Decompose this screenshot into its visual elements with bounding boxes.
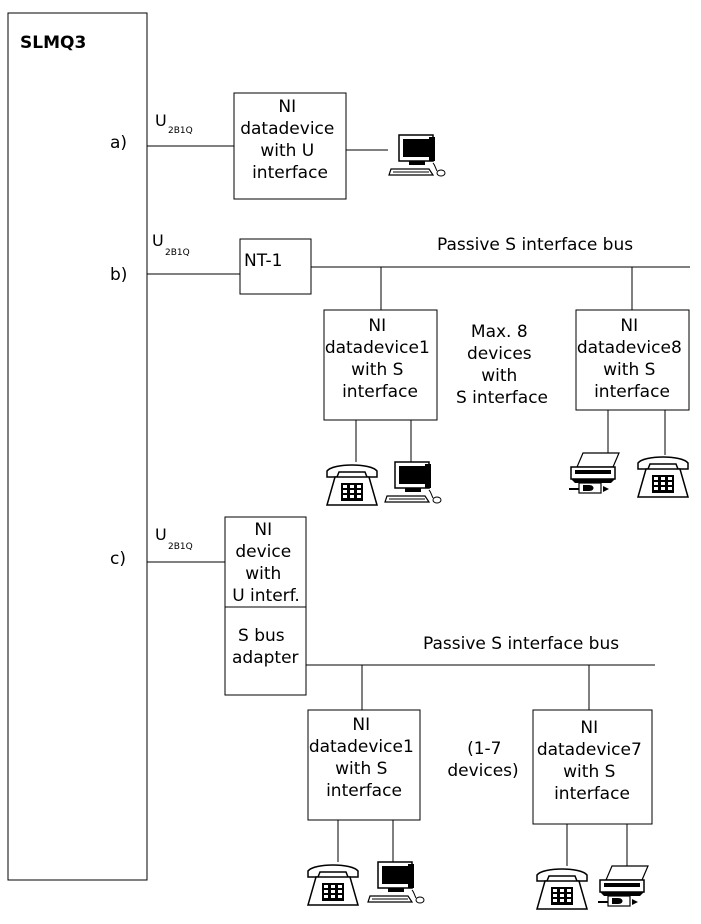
device-c1-text: NI datadevice1 with S interface bbox=[309, 715, 419, 801]
u-label-a: U bbox=[155, 111, 167, 130]
slmq3-module bbox=[7, 12, 148, 881]
slmq3-label: SLMQ3 bbox=[20, 33, 86, 53]
nt1-label: NT-1 bbox=[244, 251, 283, 271]
u-label-c: U bbox=[155, 525, 167, 544]
device-b8-text: NI datadevice8 with S interface bbox=[577, 316, 687, 402]
device-c1-box bbox=[307, 709, 421, 821]
device-c7-text: NI datadevice7 with S interface bbox=[537, 718, 647, 804]
u-sub-b: 2B1Q bbox=[165, 248, 190, 258]
telephone-icon bbox=[326, 464, 378, 506]
u-sub-a: 2B1Q bbox=[168, 126, 193, 136]
computer-icon bbox=[367, 861, 425, 904]
device-c-box bbox=[224, 516, 307, 696]
computer-icon bbox=[384, 461, 442, 504]
fax-icon bbox=[597, 865, 649, 907]
device-range-text: (1-7 devices) bbox=[447, 739, 518, 781]
telephone-icon bbox=[536, 868, 588, 910]
device-a-box bbox=[233, 92, 347, 200]
u-sub-c: 2B1Q bbox=[168, 542, 193, 552]
max-devices-text: Max. 8 devices with S interface bbox=[456, 322, 548, 408]
label-b: b) bbox=[110, 265, 127, 285]
device-b8-box bbox=[575, 309, 690, 411]
device-b1-text: NI datadevice1 with S interface bbox=[325, 316, 435, 402]
bus-label-b: Passive S interface bus bbox=[437, 235, 633, 255]
bus-label-c: Passive S interface bus bbox=[423, 634, 619, 654]
fax-icon bbox=[568, 452, 620, 494]
label-a: a) bbox=[110, 133, 127, 153]
device-c7-box bbox=[532, 709, 653, 825]
label-c: c) bbox=[110, 549, 126, 569]
device-b1-box bbox=[323, 309, 438, 421]
telephone-icon bbox=[637, 456, 689, 498]
u-label-b: U bbox=[152, 231, 164, 250]
device-a-text: NI datadevice with U interface bbox=[240, 97, 340, 183]
computer-icon bbox=[388, 134, 446, 177]
device-c-text: NI device with U interf. bbox=[232, 520, 300, 606]
telephone-icon bbox=[307, 864, 359, 906]
adapter-text: S bus adapter bbox=[232, 626, 299, 668]
